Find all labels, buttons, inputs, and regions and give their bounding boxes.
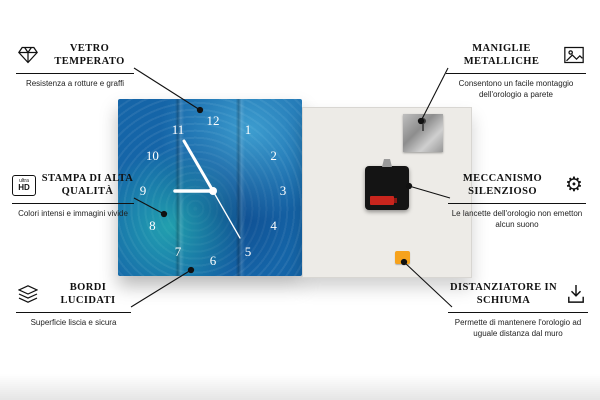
- callout-title: MANIGLIE METALLICHE: [463, 43, 540, 68]
- clock-number: 10: [145, 148, 159, 163]
- callout-vetro-temperato: VETRO TEMPERATO Resistenza a rotture e g…: [16, 42, 134, 90]
- callout-desc: Colori intensi e immagini vivide: [18, 209, 128, 219]
- callout-title: BORDI LUCIDATI: [60, 282, 116, 307]
- plate-slot: [422, 123, 424, 131]
- clock-number: 6: [209, 253, 217, 268]
- callout-desc: Consentono un facile montaggio dell'orol…: [458, 79, 574, 100]
- callout-stampa-alta-qualita: ultra HD STAMPA DI ALTA QUALITÀ Colori i…: [12, 172, 134, 220]
- callout-desc: Permette di mantenere l'orologio ad ugua…: [454, 318, 582, 339]
- callout-title: DISTANZIATORE IN SCHIUMA: [449, 282, 558, 307]
- gear-glyph: ⚙: [565, 174, 583, 197]
- ultra-hd-label-bottom: HD: [18, 182, 30, 192]
- callout-maniglie-metalliche: MANIGLIE METALLICHE Consentono un facile…: [446, 42, 586, 101]
- clock-back-panel: [302, 107, 472, 278]
- foam-spacer-icon: [564, 282, 588, 306]
- clock-number: 8: [149, 218, 156, 233]
- clock-number: 1: [244, 122, 252, 138]
- callout-meccanismo-silenzioso: MECCANISMO SILENZIOSO ⚙ Le lancette dell…: [448, 172, 586, 231]
- clock-number: 3: [279, 183, 287, 198]
- mechanism-hanger: [382, 159, 392, 167]
- callout-title: STAMPA DI ALTA QUALITÀ: [41, 173, 134, 198]
- clock-number: 7: [174, 243, 182, 259]
- callout-distanziatore-schiuma: DISTANZIATORE IN SCHIUMA Permette di man…: [448, 281, 588, 340]
- picture-frame-icon: [562, 43, 586, 67]
- callout-title: MECCANISMO SILENZIOSO: [462, 173, 543, 198]
- clock-number: 11: [171, 122, 185, 138]
- clock-number: 12: [206, 113, 220, 128]
- clock-hands: [173, 139, 241, 239]
- clock-number: 4: [270, 218, 277, 233]
- clock-mechanism: [365, 159, 409, 210]
- callout-bordi-lucidati: BORDI LUCIDATI Superficie liscia e sicur…: [16, 281, 131, 329]
- clock-number: 2: [270, 148, 277, 163]
- battery: [370, 196, 397, 205]
- callout-title: VETRO TEMPERATO: [54, 43, 125, 68]
- metal-hanging-plate: [403, 114, 443, 152]
- callout-desc: Le lancette dell'orologio non emetton al…: [451, 209, 583, 230]
- clock-number: 9: [139, 183, 147, 198]
- foam-spacer: [395, 251, 410, 264]
- callout-desc: Superficie liscia e sicura: [30, 318, 117, 328]
- polished-edges-icon: [16, 282, 40, 306]
- ultra-hd-icon: ultra HD: [12, 173, 36, 197]
- callout-desc: Resistenza a rotture e graffi: [25, 79, 125, 89]
- gear-icon: ⚙: [562, 173, 586, 197]
- diamond-icon: [16, 43, 40, 67]
- clock-number: 5: [244, 243, 252, 259]
- ultra-hd-label-top: ultra: [19, 177, 29, 184]
